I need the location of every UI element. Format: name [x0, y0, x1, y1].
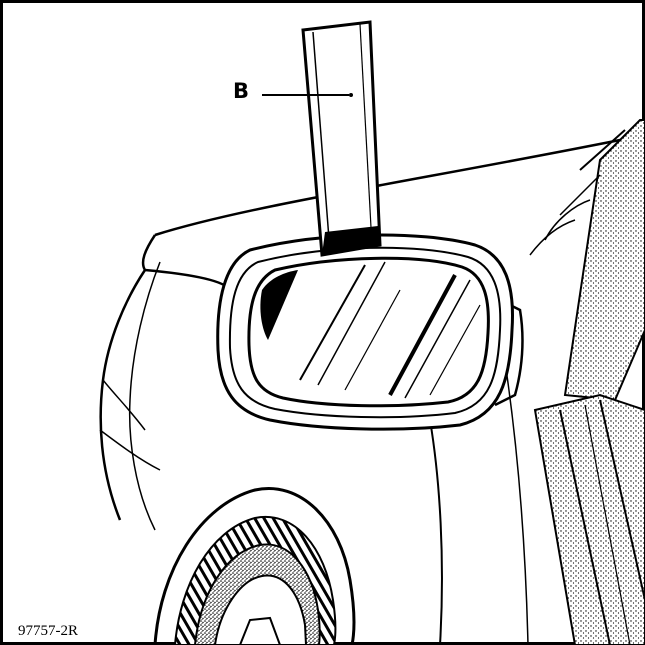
door-seal [533, 393, 645, 645]
wheel-rim [213, 574, 308, 645]
mirror-glass [247, 256, 490, 408]
a-pillar-seal [563, 119, 645, 402]
hood-line [154, 138, 621, 237]
figure-reference-number: 97757-2R [16, 622, 80, 640]
wheel-arch [153, 487, 356, 645]
mirror-stalk [494, 298, 524, 407]
fender-inner-line [128, 261, 161, 531]
fender-crease [141, 234, 232, 291]
glass-reflection [299, 264, 366, 381]
door-line [429, 419, 443, 645]
callout-label-b: B [233, 79, 250, 103]
